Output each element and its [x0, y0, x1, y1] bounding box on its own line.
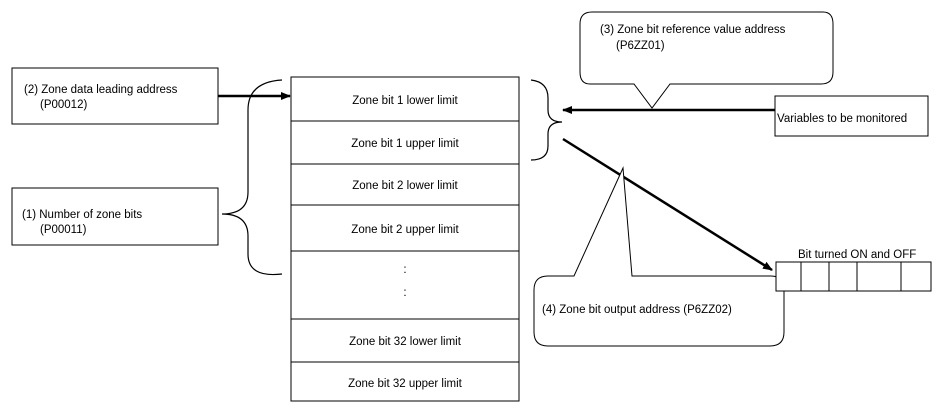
bit-register: Bit turned ON and OFF	[775, 249, 932, 292]
zone-row-32-lower: Zone bit 32 lower limit	[349, 336, 462, 348]
reference-value-address-code: (P6ZZ01)	[616, 40, 665, 52]
zone-data-leading-address-label: (2) Zone data leading address	[24, 84, 178, 96]
output-arrow	[562, 137, 773, 272]
variables-to-be-monitored-box: Variables to be monitored	[774, 95, 929, 137]
zone-data-leading-address-box: (2) Zone data leading address (P00012)	[11, 67, 219, 125]
output-address-callout: (4) Zone bit output address (P6ZZ02)	[533, 166, 785, 347]
output-address-label: (4) Zone bit output address (P6ZZ02)	[542, 304, 732, 316]
right-brace	[530, 79, 563, 161]
left-brace	[221, 79, 283, 276]
variables-to-be-monitored-label: Variables to be monitored	[777, 113, 907, 125]
zone-row-1-lower: Zone bit 1 lower limit	[352, 95, 458, 107]
number-of-zone-bits-code: (P00011)	[40, 224, 87, 236]
number-of-zone-bits-label: (1) Number of zone bits	[22, 209, 142, 221]
zone-row-1-upper: Zone bit 1 upper limit	[351, 138, 459, 150]
number-of-zone-bits-box: (1) Number of zone bits (P00011)	[11, 187, 219, 246]
zone-row-2-lower: Zone bit 2 lower limit	[352, 180, 458, 192]
zone-row-ellipsis-2: :	[403, 287, 406, 299]
zone-row-2-upper: Zone bit 2 upper limit	[351, 224, 459, 236]
zone-data-leading-address-code: (P00012)	[40, 99, 87, 111]
bit-turned-on-off-label: Bit turned ON and OFF	[798, 249, 916, 261]
zone-row-ellipsis-1: :	[403, 264, 406, 276]
zone-row-32-upper: Zone bit 32 upper limit	[348, 378, 463, 390]
zone-table: Zone bit 1 lower limit Zone bit 1 upper …	[290, 76, 520, 402]
reference-value-address-callout: (3) Zone bit reference value address (P6…	[579, 11, 834, 109]
reference-value-address-label: (3) Zone bit reference value address	[600, 24, 786, 36]
